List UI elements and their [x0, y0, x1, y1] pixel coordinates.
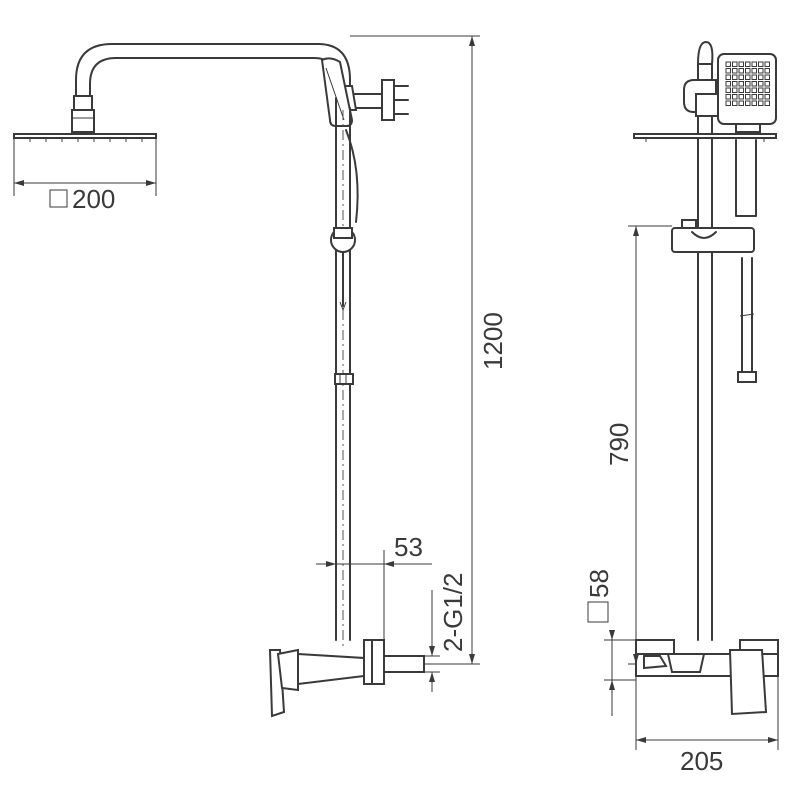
shower-arm: [75, 43, 351, 99]
nozzle-cell: [758, 68, 764, 74]
nozzle-cell: [725, 68, 731, 74]
nozzle-cell: [725, 100, 731, 106]
nozzle-cell: [764, 100, 770, 106]
nozzle-cell: [725, 81, 731, 87]
nozzle-cell: [732, 100, 738, 106]
nozzle-cell: [745, 74, 751, 80]
nozzle-cell: [732, 94, 738, 100]
thread-dimension: 2-G1/2: [424, 573, 468, 692]
front-slider: [671, 219, 755, 253]
nozzle-cell: [758, 94, 764, 100]
total-height-label: 1200: [478, 312, 508, 370]
square-symbol-icon: [587, 601, 609, 623]
front-riser-rod: [697, 63, 713, 641]
nozzle-cell: [738, 74, 744, 80]
nozzle-cell: [745, 94, 751, 100]
shower-head-connector: [71, 95, 95, 133]
head-size-label: 200: [72, 184, 115, 214]
nozzle-cell: [751, 68, 757, 74]
hand-shower-side: [320, 57, 359, 223]
nozzle-cell: [764, 61, 770, 67]
nozzle-cell: [764, 81, 770, 87]
nozzle-grid-icon: [725, 61, 770, 106]
nozzle-cell: [758, 61, 764, 67]
head-size-dimension: 200: [14, 180, 156, 214]
nozzle-cell: [764, 74, 770, 80]
nozzle-cell: [751, 61, 757, 67]
nozzle-cell: [725, 87, 731, 93]
nozzle-cell: [764, 68, 770, 74]
nozzle-cell: [725, 74, 731, 80]
nozzle-cell: [725, 61, 731, 67]
overall-width-label: 205: [680, 746, 723, 776]
nozzle-cell: [751, 87, 757, 93]
nozzle-cell: [738, 87, 744, 93]
nozzle-cell: [758, 74, 764, 80]
nozzle-cell: [758, 81, 764, 87]
nozzle-cell: [764, 87, 770, 93]
nozzle-cell: [758, 87, 764, 93]
nozzle-cell: [751, 94, 757, 100]
base-size-label: 58: [584, 569, 614, 598]
nozzle-cell: [751, 100, 757, 106]
lower-clamp: [334, 373, 354, 385]
mixer-valve-side: [268, 639, 425, 718]
overhead-head-front: [633, 133, 777, 142]
nozzle-cell: [738, 94, 744, 100]
square-symbol-icon: [49, 189, 68, 208]
nozzle-cell: [732, 87, 738, 93]
nozzle-cell: [745, 100, 751, 106]
nozzle-cell: [732, 68, 738, 74]
slider-holder: [330, 227, 356, 312]
nozzle-cell: [732, 74, 738, 80]
nozzle-cell: [745, 68, 751, 74]
nozzle-cell: [738, 61, 744, 67]
nozzle-cell: [738, 81, 744, 87]
nozzle-cell: [738, 100, 744, 106]
nozzle-cell: [745, 87, 751, 93]
nozzle-cell: [764, 94, 770, 100]
nozzle-cell: [758, 100, 764, 106]
thread-label: 2-G1/2: [438, 573, 468, 653]
nozzle-cell: [751, 81, 757, 87]
nozzle-cell: [725, 94, 731, 100]
hose-front: [735, 139, 757, 383]
outlet-spacing-label: 53: [394, 532, 423, 562]
overall-width-dimension: 205: [635, 676, 779, 776]
nozzle-cell: [745, 81, 751, 87]
base-size-dimension: 58: [584, 569, 636, 716]
shower-head-side: [13, 133, 157, 196]
nozzle-cell: [738, 68, 744, 74]
front-top-arm: [683, 40, 721, 117]
riser-height-dimension: 790: [604, 225, 672, 665]
outlet-spacing-dimension: 53: [316, 532, 432, 656]
riser-height-label: 790: [604, 423, 634, 466]
total-height-dimension: 1200: [350, 35, 508, 665]
mixer-valve-front: [635, 639, 779, 716]
nozzle-cell: [732, 61, 738, 67]
side-view: 200: [13, 35, 508, 718]
hand-shower-front: [717, 53, 777, 133]
nozzle-cell: [745, 61, 751, 67]
front-view: 790 58 205: [584, 40, 779, 776]
nozzle-cell: [732, 81, 738, 87]
nozzle-cell: [751, 74, 757, 80]
